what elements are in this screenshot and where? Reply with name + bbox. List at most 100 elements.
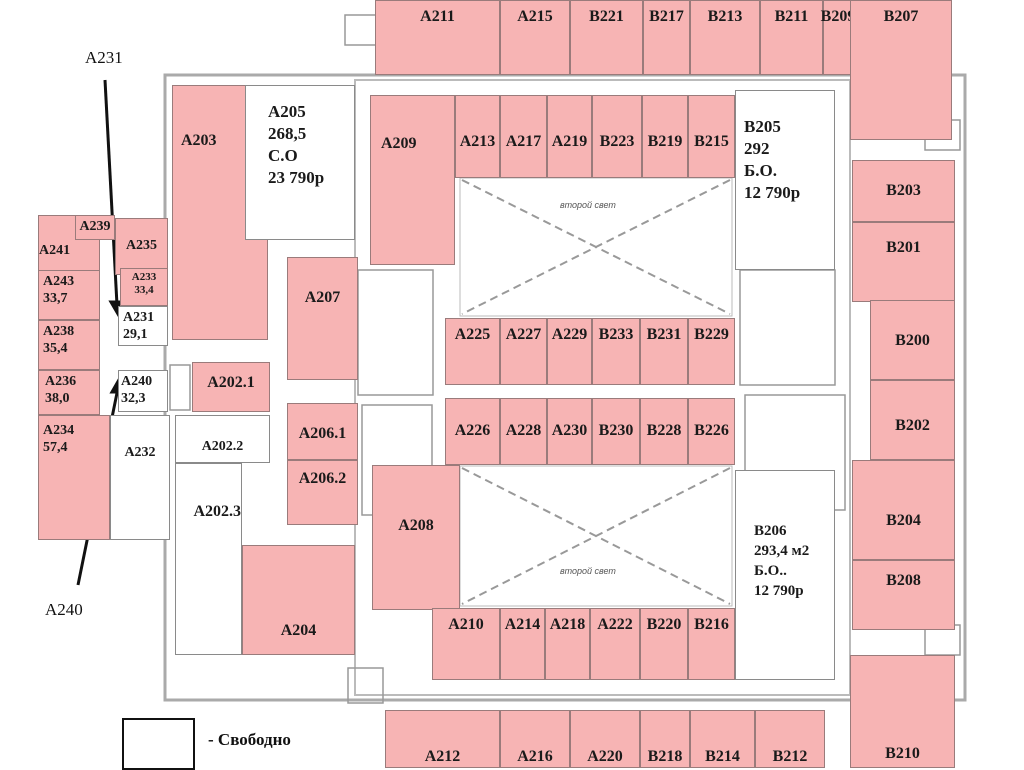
room-b217[interactable]: B217	[643, 0, 690, 75]
room-a230[interactable]: A230	[547, 398, 592, 465]
room-a240[interactable]: A240 32,3	[118, 370, 168, 412]
room-a231[interactable]: A231 29,1	[118, 306, 168, 346]
room-a235[interactable]: A235	[115, 218, 168, 275]
room-price: 12 790р	[744, 183, 801, 202]
room-area: 57,4	[43, 440, 68, 455]
room-name: A236	[45, 374, 77, 389]
room-b207[interactable]: B207	[850, 0, 952, 140]
room-b220[interactable]: B220	[640, 608, 688, 680]
atrium-cross	[461, 179, 731, 605]
room-a207[interactable]: A207	[287, 257, 358, 380]
room-a209[interactable]: A209	[370, 95, 455, 265]
room-b226[interactable]: B226	[688, 398, 735, 465]
room-name: A238	[43, 324, 75, 339]
room-area: 32,3	[121, 391, 146, 406]
room-area: 33,7	[43, 291, 68, 306]
room-b210[interactable]: B210	[850, 655, 955, 768]
room-a227[interactable]: A227	[500, 318, 547, 385]
annotation-label-a231: A231	[85, 48, 123, 67]
room-a236[interactable]: A236 38,0	[38, 370, 100, 415]
room-b221[interactable]: B221	[570, 0, 643, 75]
room-a205[interactable]: A205 268,5 С.О 23 790р	[245, 85, 355, 240]
room-a233[interactable]: A233 33,4	[120, 268, 168, 306]
room-name: A231	[123, 310, 155, 325]
room-a217[interactable]: A217	[500, 95, 547, 178]
room-name: B206	[754, 523, 787, 539]
room-b204[interactable]: B204	[852, 460, 955, 560]
room-a202-1[interactable]: A202.1	[192, 362, 270, 412]
room-b209[interactable]: B209	[821, 0, 855, 75]
room-a219[interactable]: A219	[547, 95, 592, 178]
room-name: A234	[43, 423, 75, 438]
room-b214[interactable]: B214	[690, 710, 755, 768]
room-b202[interactable]: B202	[870, 380, 955, 460]
legend-free-swatch	[122, 718, 195, 770]
room-a222[interactable]: A222	[590, 608, 640, 680]
room-a228[interactable]: A228	[500, 398, 547, 465]
room-a202-2[interactable]: A202.2	[175, 415, 270, 463]
room-a206-2[interactable]: A206.2	[287, 460, 358, 525]
room-a220[interactable]: A220	[570, 710, 640, 768]
room-area: 38,0	[45, 391, 70, 406]
room-b223[interactable]: B223	[592, 95, 642, 178]
room-area: 293,4 м2	[754, 543, 810, 559]
room-a213[interactable]: A213	[455, 95, 500, 178]
room-area: 33,4	[134, 284, 154, 296]
room-name: A243	[43, 274, 75, 289]
room-b231[interactable]: B231	[640, 318, 688, 385]
room-type: С.О	[268, 146, 298, 165]
room-a208[interactable]: A208	[372, 465, 460, 610]
room-b233[interactable]: B233	[592, 318, 640, 385]
room-name: A233	[131, 271, 157, 283]
room-b219[interactable]: B219	[642, 95, 688, 178]
room-b215[interactable]: B215	[688, 95, 735, 178]
room-type: Б.О.	[744, 161, 777, 180]
annotation-label-a240: A240	[45, 600, 83, 619]
room-a216[interactable]: A216	[500, 710, 570, 768]
room-b205[interactable]: B205 292 Б.О. 12 790р	[735, 90, 835, 270]
room-a243[interactable]: A243 33,7	[38, 270, 100, 320]
room-b203[interactable]: B203	[852, 160, 955, 222]
room-a211[interactable]: A211	[375, 0, 500, 75]
room-a225[interactable]: A225	[445, 318, 500, 385]
room-name: A240	[121, 374, 153, 389]
room-b216[interactable]: B216	[688, 608, 735, 680]
room-b212[interactable]: B212	[755, 710, 825, 768]
room-type: Б.О..	[754, 563, 787, 579]
room-a238[interactable]: A238 35,4	[38, 320, 100, 370]
room-a206-1[interactable]: A206.1	[287, 403, 358, 460]
legend-free-label: - Свободно	[208, 730, 291, 749]
room-b213[interactable]: B213	[690, 0, 760, 75]
room-a239[interactable]: A239	[75, 215, 115, 240]
room-a218[interactable]: A218	[545, 608, 590, 680]
room-a232[interactable]: A232	[110, 415, 170, 540]
room-name: B205	[744, 117, 781, 136]
room-a215[interactable]: A215	[500, 0, 570, 75]
room-a229[interactable]: A229	[547, 318, 592, 385]
room-b206[interactable]: B206 293,4 м2 Б.О.. 12 790р	[735, 470, 835, 680]
room-a210[interactable]: A210	[432, 608, 500, 680]
room-a226[interactable]: A226	[445, 398, 500, 465]
atrium-label-top: второй свет	[560, 200, 616, 210]
room-a234[interactable]: A234 57,4	[38, 415, 110, 540]
room-price: 23 790р	[268, 168, 325, 187]
room-b228[interactable]: B228	[640, 398, 688, 465]
room-b230[interactable]: B230	[592, 398, 640, 465]
room-b201[interactable]: B201	[852, 222, 955, 302]
room-price: 12 790р	[754, 583, 804, 599]
room-area: 268,5	[268, 124, 307, 143]
room-name: A205	[268, 102, 306, 121]
room-a204[interactable]: A204	[242, 545, 355, 655]
room-b208[interactable]: B208	[852, 560, 955, 630]
room-area: 29,1	[123, 327, 148, 342]
room-b211[interactable]: B211	[760, 0, 823, 75]
room-a214[interactable]: A214	[500, 608, 545, 680]
room-b200[interactable]: B200	[870, 300, 955, 380]
room-b218[interactable]: B218	[640, 710, 690, 768]
room-area: 35,4	[43, 341, 68, 356]
room-a212[interactable]: A212	[385, 710, 500, 768]
room-a202-3[interactable]: A202.3	[175, 463, 242, 655]
room-b229[interactable]: B229	[688, 318, 735, 385]
room-area: 292	[744, 139, 770, 158]
atrium-label-bottom: второй свет	[560, 566, 616, 576]
